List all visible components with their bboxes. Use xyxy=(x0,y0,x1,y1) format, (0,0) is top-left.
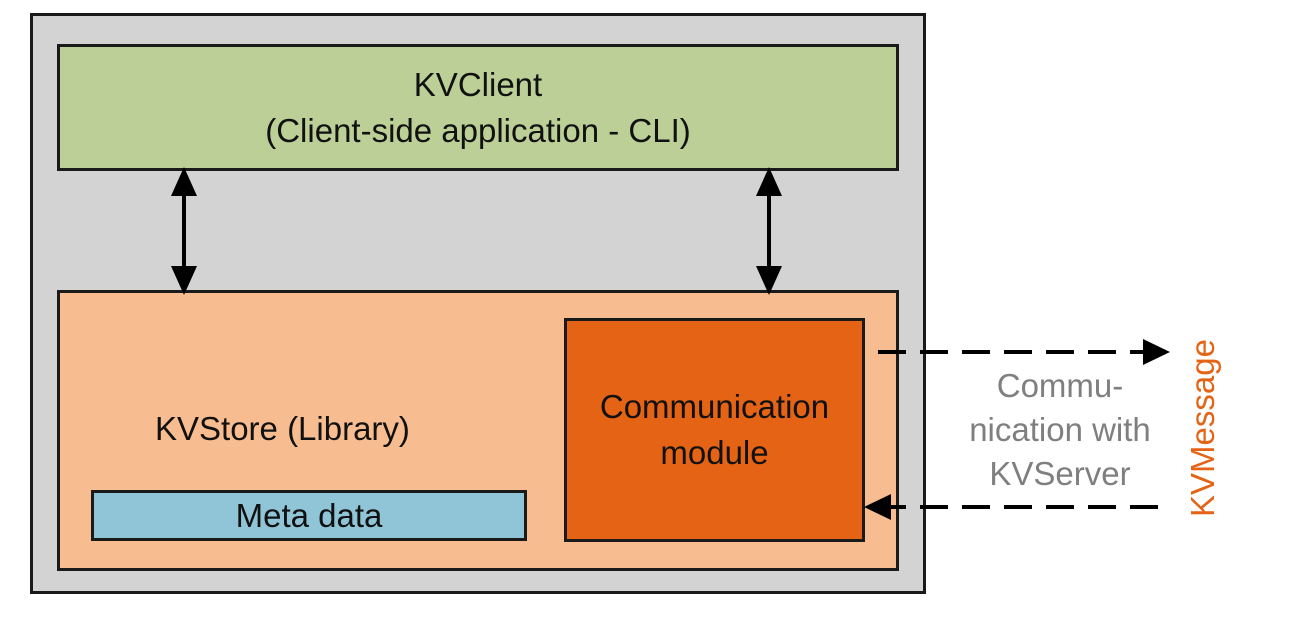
communication-note-line3: KVServer xyxy=(989,455,1131,492)
kvclient-subtitle: (Client-side application - CLI) xyxy=(265,111,691,149)
communication-module-line2: module xyxy=(660,434,769,471)
kvclient-box: KVClient (Client-side application - CLI) xyxy=(57,44,899,171)
communication-note-line2: nication with xyxy=(969,411,1151,448)
left-bidirectional-arrow xyxy=(171,167,197,295)
meta-data-label: Meta data xyxy=(235,496,383,534)
outgoing-dashed-arrow xyxy=(878,339,1170,365)
communication-module-line1: Communication xyxy=(599,388,830,425)
communication-note: Commu- nication with KVServer xyxy=(960,364,1160,496)
communication-module-box: Communication module xyxy=(564,318,865,542)
kvclient-title: KVClient xyxy=(413,65,543,103)
incoming-dashed-arrow xyxy=(864,494,1158,520)
communication-note-line1: Commu- xyxy=(996,367,1124,404)
meta-data-box: Meta data xyxy=(91,490,527,541)
kvstore-label: KVStore (Library) xyxy=(155,410,410,447)
right-bidirectional-arrow xyxy=(756,167,782,295)
